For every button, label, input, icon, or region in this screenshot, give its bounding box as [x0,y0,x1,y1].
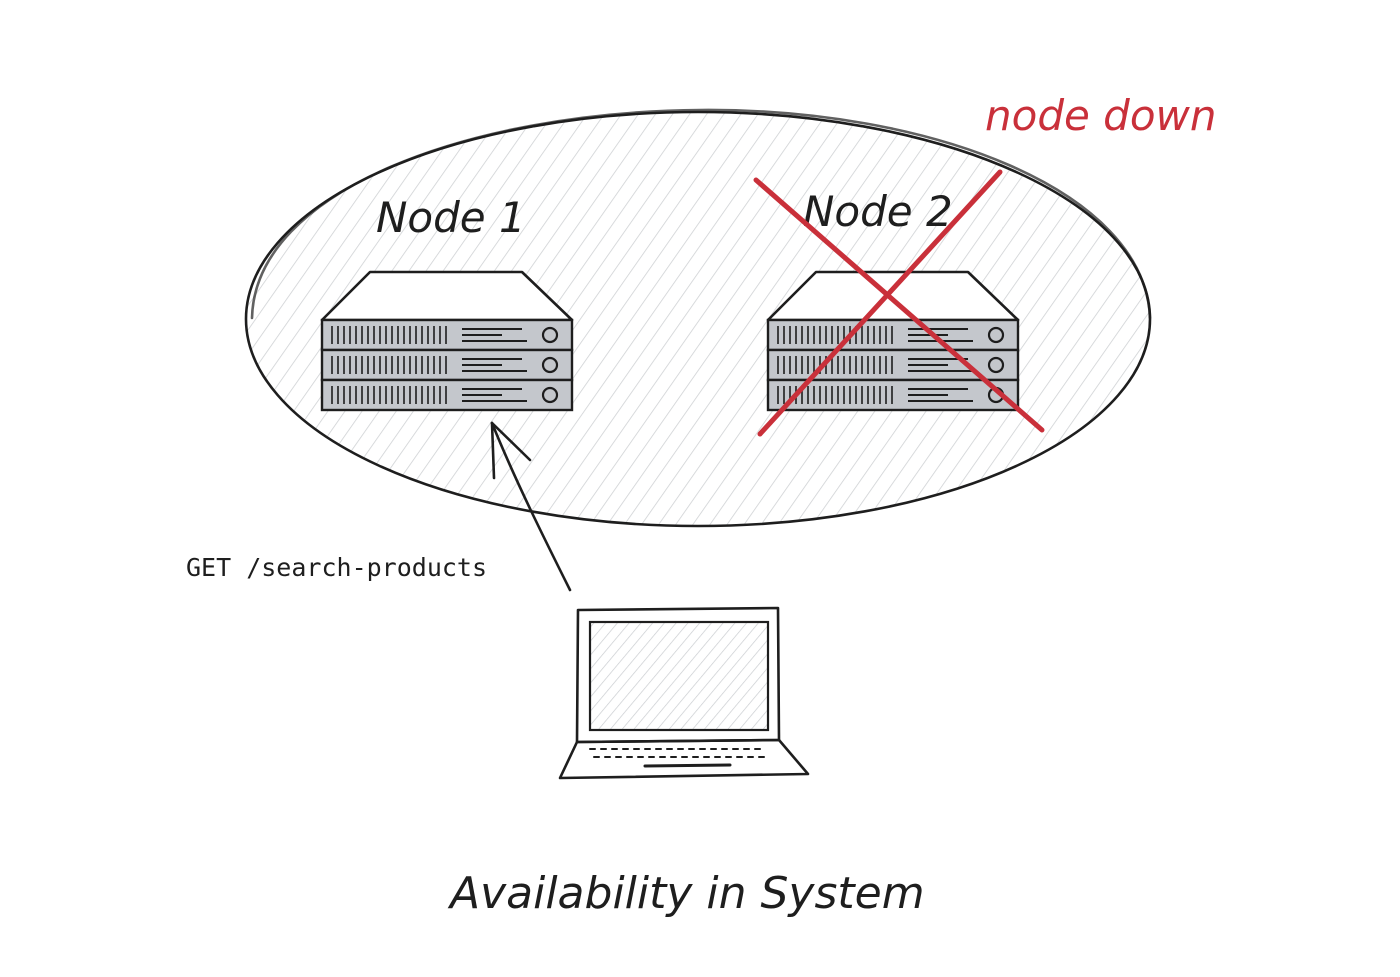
node-2-label: Node 2 [803,187,953,236]
node-1-server [320,270,574,412]
request-label: GET /search-products [186,553,487,582]
node-1-label: Node 1 [376,193,526,242]
node-2-server [766,270,1020,412]
server-rack-icon [766,270,1020,412]
cross-mark-icon [753,169,1045,437]
node-down-label: node down [985,91,1217,140]
server-rack-icon [320,270,574,412]
laptop-icon [558,606,810,780]
cluster-ellipse [244,108,1152,528]
arrow-icon [490,421,572,592]
diagram-title: Availability in System [447,868,925,919]
